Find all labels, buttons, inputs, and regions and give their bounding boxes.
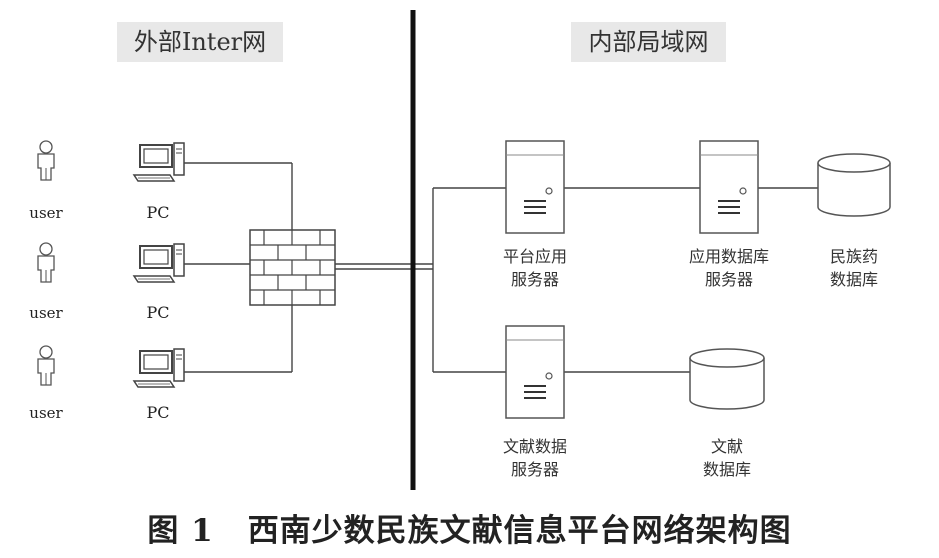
app-database-server: 应用数据库 服务器: [689, 140, 769, 289]
user-icon: [37, 140, 55, 181]
database-label-line1: 文献: [711, 437, 743, 456]
figure-number: 图 1: [147, 513, 214, 549]
database-label-line2: 数据库: [703, 460, 751, 479]
user-icon: [37, 345, 55, 386]
server-label-line1: 平台应用: [503, 247, 567, 266]
server-icon: [699, 140, 759, 234]
internal-network-label: 内部局域网: [571, 22, 726, 62]
client-row-3: user PC: [29, 345, 185, 422]
server-icon: [505, 325, 565, 419]
ethnic-medicine-database: 民族药 数据库: [817, 153, 891, 289]
platform-app-server: 平台应用 服务器: [503, 140, 567, 289]
pc-label: PC: [146, 403, 169, 422]
figure-caption: 图 1 西南少数民族文献信息平台网络架构图: [0, 505, 939, 550]
database-icon: [689, 348, 765, 410]
figure-title: 西南少数民族文献信息平台网络架构图: [247, 513, 792, 549]
server-label-line1: 文献数据: [503, 437, 567, 456]
pc-icon: [133, 243, 185, 283]
pc-icon: [133, 142, 185, 182]
external-network-label: 外部Inter网: [117, 22, 283, 62]
server-label-line2: 服务器: [511, 460, 559, 479]
user-label: user: [29, 404, 63, 422]
user-label: user: [29, 204, 63, 222]
server-icon: [505, 140, 565, 234]
database-label-line1: 民族药: [830, 247, 878, 266]
literature-data-server: 文献数据 服务器: [503, 325, 567, 479]
database-label-line2: 数据库: [830, 270, 878, 289]
pc-label: PC: [146, 203, 169, 222]
server-label-line2: 服务器: [511, 270, 559, 289]
server-label-line1: 应用数据库: [689, 247, 769, 266]
server-label-line2: 服务器: [705, 270, 753, 289]
pc-icon: [133, 348, 185, 388]
client-row-1: user PC: [29, 140, 185, 222]
client-row-2: user PC: [29, 242, 185, 322]
database-icon: [817, 153, 891, 217]
user-icon: [37, 242, 55, 283]
literature-database: 文献 数据库: [689, 348, 765, 479]
pc-label: PC: [146, 303, 169, 322]
user-label: user: [29, 304, 63, 322]
firewall-icon: [249, 229, 336, 306]
